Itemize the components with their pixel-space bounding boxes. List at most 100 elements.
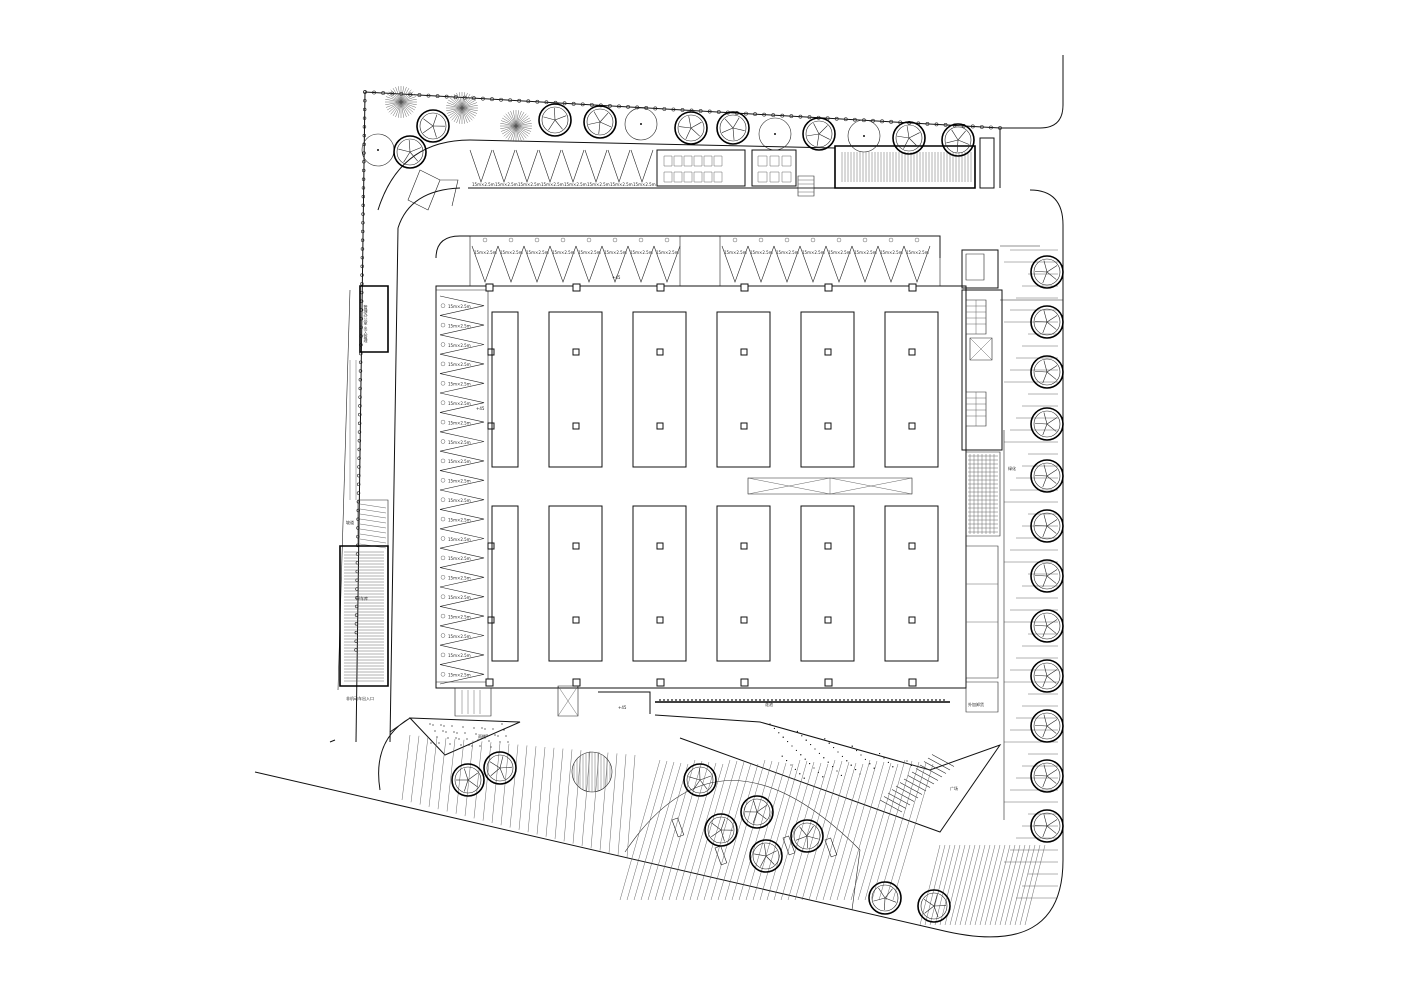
canopy-dot xyxy=(477,739,479,741)
hedge-shrub xyxy=(362,195,365,198)
planter-shrub xyxy=(911,699,913,701)
tree-branch xyxy=(462,108,477,113)
planter-shrub xyxy=(915,699,917,701)
planter-shrub xyxy=(691,699,693,701)
paving-stripe xyxy=(655,760,695,900)
tree-branch xyxy=(410,148,421,152)
tree-branch xyxy=(516,112,524,126)
parking-bay xyxy=(440,471,484,490)
lawn-dot xyxy=(869,763,871,765)
column xyxy=(741,617,747,623)
tree-branch xyxy=(504,116,516,126)
tree-branch xyxy=(725,119,733,128)
tree-branch xyxy=(691,122,701,128)
bike-racks xyxy=(842,152,971,182)
paving-stripe xyxy=(683,764,723,900)
paving-stripe xyxy=(788,764,828,900)
parking-bay-label: 15m×2.5m xyxy=(776,250,799,255)
tree-branch xyxy=(516,126,521,141)
tree-icon xyxy=(803,118,835,150)
tree-branch xyxy=(462,108,472,120)
bay-marker xyxy=(535,238,539,242)
paving-stripe xyxy=(1020,845,1040,925)
entrance-canopy xyxy=(410,718,520,755)
tree-branch xyxy=(817,134,819,146)
lawn-dot xyxy=(851,745,853,747)
planter-shrub xyxy=(679,699,681,701)
column xyxy=(909,679,916,686)
parking-bay xyxy=(440,606,484,625)
column xyxy=(488,543,494,549)
tree-branch xyxy=(711,830,721,837)
lawn-dot xyxy=(813,767,815,769)
tree-canopy-inner xyxy=(872,885,898,911)
tree-canopy xyxy=(869,882,901,914)
planter-band xyxy=(659,699,945,701)
tree-branch xyxy=(884,898,885,910)
tree-canopy-inner xyxy=(678,115,704,141)
tree-canopy-inner xyxy=(1034,513,1060,539)
paving-stripe xyxy=(930,845,950,925)
tree-branch xyxy=(1047,669,1057,676)
bay-marker xyxy=(785,238,789,242)
lawn-dot xyxy=(790,764,792,766)
parking-bay-label: 15m×2.5m xyxy=(518,182,541,187)
tree-icon xyxy=(918,890,950,922)
tree-branch xyxy=(401,87,406,102)
parking-bay-label: 15m×2.5m xyxy=(564,182,587,187)
paving-stripe xyxy=(975,845,995,925)
tree-branch xyxy=(500,123,516,126)
tree-branch xyxy=(1047,322,1056,330)
hedge-shrub xyxy=(355,640,358,643)
tree-branch xyxy=(1047,476,1056,484)
tree-branch xyxy=(924,899,934,906)
tree-branch xyxy=(1035,575,1047,576)
paving-stripe xyxy=(1010,845,1030,925)
paving-stripe xyxy=(582,751,590,846)
paving-stripe xyxy=(774,762,814,900)
paving-stripe xyxy=(537,747,545,835)
tree-branch xyxy=(459,108,462,124)
tree-branch xyxy=(1043,272,1047,283)
parking-bay xyxy=(498,246,524,282)
stair-tread xyxy=(896,786,918,798)
tree-icon xyxy=(1031,610,1063,642)
tree-branch xyxy=(1047,417,1057,424)
paving-stripe xyxy=(1000,845,1020,925)
tree-canopy xyxy=(705,814,737,846)
tree-branch xyxy=(454,108,462,122)
canopy-dot xyxy=(499,741,501,743)
tree-canopy-inner xyxy=(753,843,779,869)
tree-branch xyxy=(401,90,411,102)
paving-stripe xyxy=(746,763,786,900)
tree-branch xyxy=(1035,825,1047,826)
tree-icon xyxy=(584,106,616,138)
bay-marker xyxy=(441,478,445,482)
column xyxy=(657,617,663,623)
tree-branch xyxy=(462,96,472,108)
tree-branch xyxy=(925,906,934,913)
tree-icon xyxy=(791,820,823,852)
tree-branch xyxy=(468,780,478,787)
toilet-stall xyxy=(782,172,791,182)
canopy-dot xyxy=(494,734,496,736)
parking-bay-label: 15m×2.5m xyxy=(448,323,471,328)
column xyxy=(825,349,831,355)
toilet-stall xyxy=(674,156,682,166)
stair-tread xyxy=(888,793,910,805)
tree-canopy-inner xyxy=(1034,411,1060,437)
lawn-dot xyxy=(873,767,875,769)
parking-bay xyxy=(878,246,904,282)
tree-canopy-inner xyxy=(945,127,971,153)
ramp-label: 坡道 xyxy=(346,519,354,525)
tree-branch xyxy=(404,152,410,162)
tree-branch xyxy=(594,112,600,122)
tree-branch xyxy=(516,126,531,131)
stall-block xyxy=(717,312,770,467)
tree-branch xyxy=(600,113,608,122)
lawn-dot xyxy=(803,777,805,779)
paving-stripe xyxy=(980,845,1000,925)
parking-bay xyxy=(608,150,630,182)
column xyxy=(657,543,663,549)
stair-tread xyxy=(904,779,926,791)
